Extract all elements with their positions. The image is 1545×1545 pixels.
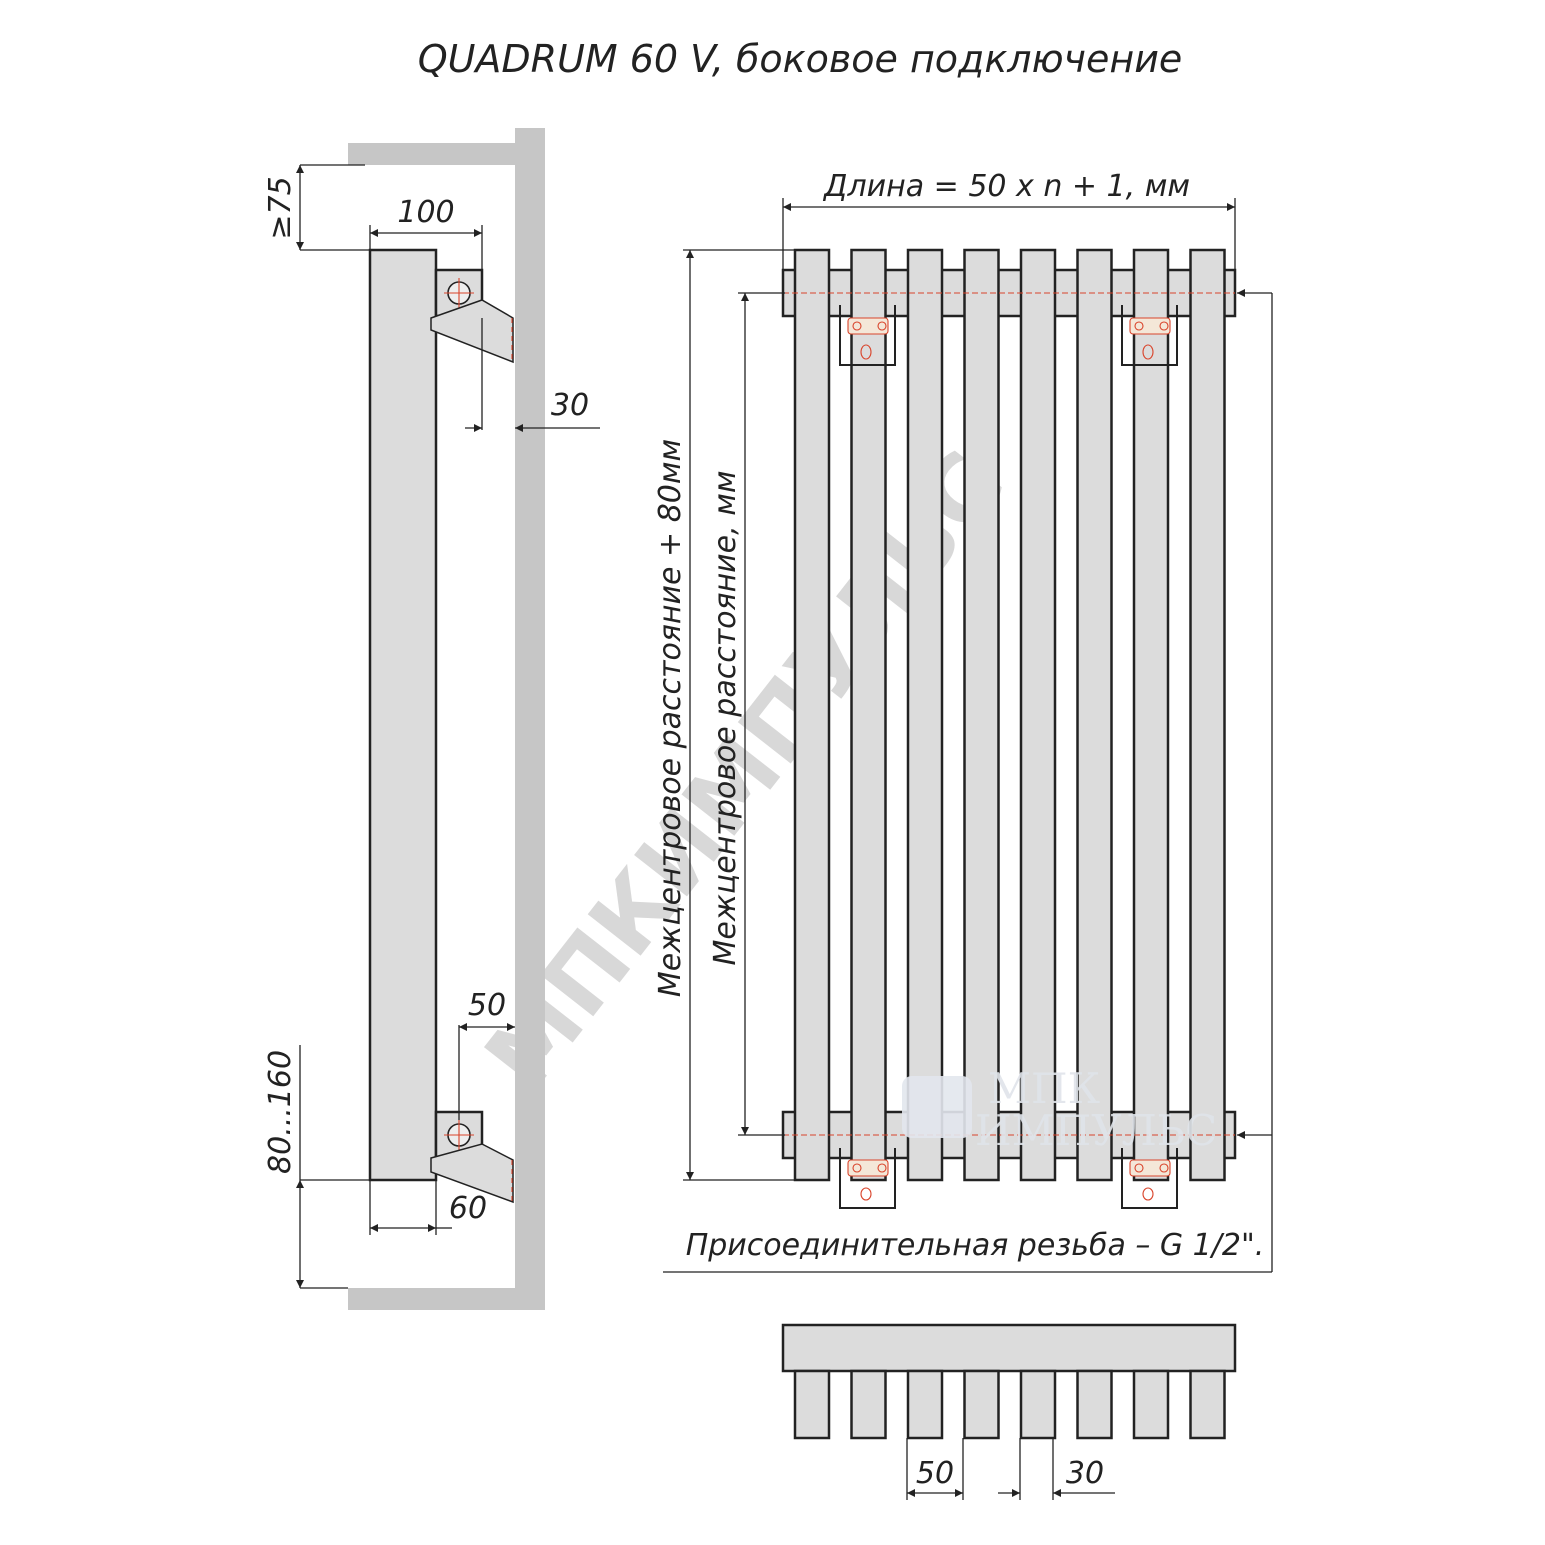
top-view: 50 30 xyxy=(781,1323,1237,1500)
front-tubes xyxy=(793,248,1226,1182)
dim-wall-gap: 30 xyxy=(551,388,589,423)
dim-pitch: 50 xyxy=(916,1456,954,1491)
dim-center-distance: Межцентровое расстояние, мм xyxy=(708,471,743,966)
dim-depth: 100 xyxy=(397,195,454,230)
dim-bottom-range: 80...160 xyxy=(263,1050,298,1174)
radiator-tube xyxy=(963,248,1000,1182)
top-view-tube xyxy=(1019,1369,1057,1440)
top-view-tube xyxy=(850,1369,887,1440)
side-view: ≥75 100 30 50 80...160 60 xyxy=(263,128,600,1310)
radiator-tube xyxy=(1189,248,1226,1182)
top-view-tube xyxy=(963,1369,1000,1440)
front-bracket-bottom-right xyxy=(1121,1148,1178,1209)
connection-thread-note: Присоединительная резьба – G 1/2". xyxy=(686,1228,1265,1263)
radiator-tube xyxy=(1076,248,1113,1182)
front-bracket-bottom-left xyxy=(839,1148,896,1209)
top-view-tube xyxy=(1132,1369,1170,1440)
dim-tube-width: 30 xyxy=(1066,1456,1104,1491)
dim-length: Длина = 50 x n + 1, мм xyxy=(822,169,1190,204)
bottom-bracket xyxy=(430,1110,514,1204)
top-view-collector xyxy=(781,1323,1237,1373)
top-bracket xyxy=(430,268,514,364)
top-view-tubes xyxy=(793,1369,1226,1440)
radiator-tube xyxy=(1019,248,1057,1182)
front-bracket-top-left xyxy=(839,305,896,366)
front-view: Длина = 50 x n + 1, мм Межцентровое расс… xyxy=(653,169,1273,1273)
dim-top-clearance: ≥75 xyxy=(263,176,298,239)
radiator-tube xyxy=(906,248,944,1182)
top-view-tube xyxy=(906,1369,944,1440)
wall xyxy=(348,128,545,1310)
radiator-tube xyxy=(793,248,831,1182)
dim-offset-60: 60 xyxy=(449,1191,487,1226)
radiator-tube xyxy=(1132,248,1170,1182)
drawing-title: QUADRUM 60 V, боковое подключение xyxy=(418,37,1183,81)
radiator-side-profile xyxy=(368,248,438,1182)
logo-watermark: МПК ИМПУЛЬС xyxy=(902,1064,1217,1155)
top-view-tube xyxy=(1189,1369,1226,1440)
front-bracket-top-right xyxy=(1121,305,1178,366)
top-view-tube xyxy=(793,1369,831,1440)
dim-center-plus-80: Межцентровое расстояние + 80мм xyxy=(653,439,688,997)
dim-offset-50: 50 xyxy=(468,988,506,1023)
logo-text-impuls: ИМПУЛЬС xyxy=(975,1106,1217,1155)
logo-text-mpk: МПК xyxy=(988,1064,1101,1113)
radiator-tube xyxy=(850,248,887,1182)
top-view-tube xyxy=(1076,1369,1113,1440)
